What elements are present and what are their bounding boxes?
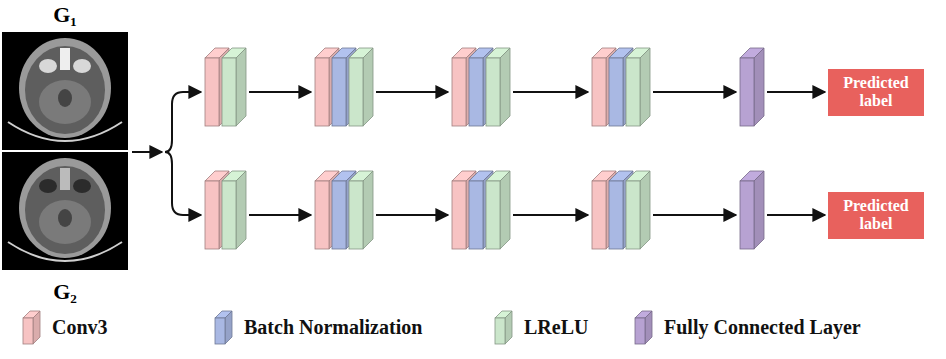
legend-swatch: [212, 309, 238, 345]
output-box: Predicted label: [828, 192, 924, 239]
flow-arrow: [376, 214, 448, 216]
flow-arrow: [183, 214, 201, 216]
legend-text: Batch Normalization: [244, 316, 422, 339]
legend-text: Fully Connected Layer: [664, 316, 861, 339]
image-label: G₁: [0, 2, 130, 152]
input-label: G₁: [53, 2, 77, 27]
image-label: G₂: [0, 152, 130, 304]
legend-entry: Fully Connected Layer: [632, 308, 861, 346]
flow-arrow: [132, 151, 162, 153]
input-label: G₂: [53, 279, 77, 304]
legend-entry: Batch Normalization: [212, 308, 422, 346]
legend-swatch: [20, 309, 46, 345]
flow-arrow: [513, 214, 588, 216]
flow-arrow: [767, 91, 825, 93]
legend-entry: LReLU: [492, 308, 588, 346]
flow-arrow: [653, 91, 736, 93]
output-box: Predicted label: [828, 69, 924, 116]
legend-text: LReLU: [524, 316, 588, 339]
output-label: Predicted label: [834, 74, 918, 111]
cnn-branch: [205, 48, 764, 126]
cnn-branch: [205, 171, 764, 249]
ct-scan-image: [2, 32, 128, 150]
flow-arrow: [376, 91, 448, 93]
flow-arrow: [249, 91, 311, 93]
legend-swatch: [632, 309, 658, 345]
flow-arrow: [767, 214, 825, 216]
output-label: Predicted label: [834, 197, 918, 234]
ct-scan-image: [2, 152, 128, 270]
split-brace: [165, 92, 183, 215]
legend-entry: Conv3: [20, 308, 108, 346]
flow-arrow: [513, 91, 588, 93]
flow-arrow: [183, 91, 201, 93]
legend-swatch: [492, 309, 518, 345]
legend-text: Conv3: [52, 316, 108, 339]
flow-arrow: [249, 214, 311, 216]
flow-arrow: [653, 214, 736, 216]
